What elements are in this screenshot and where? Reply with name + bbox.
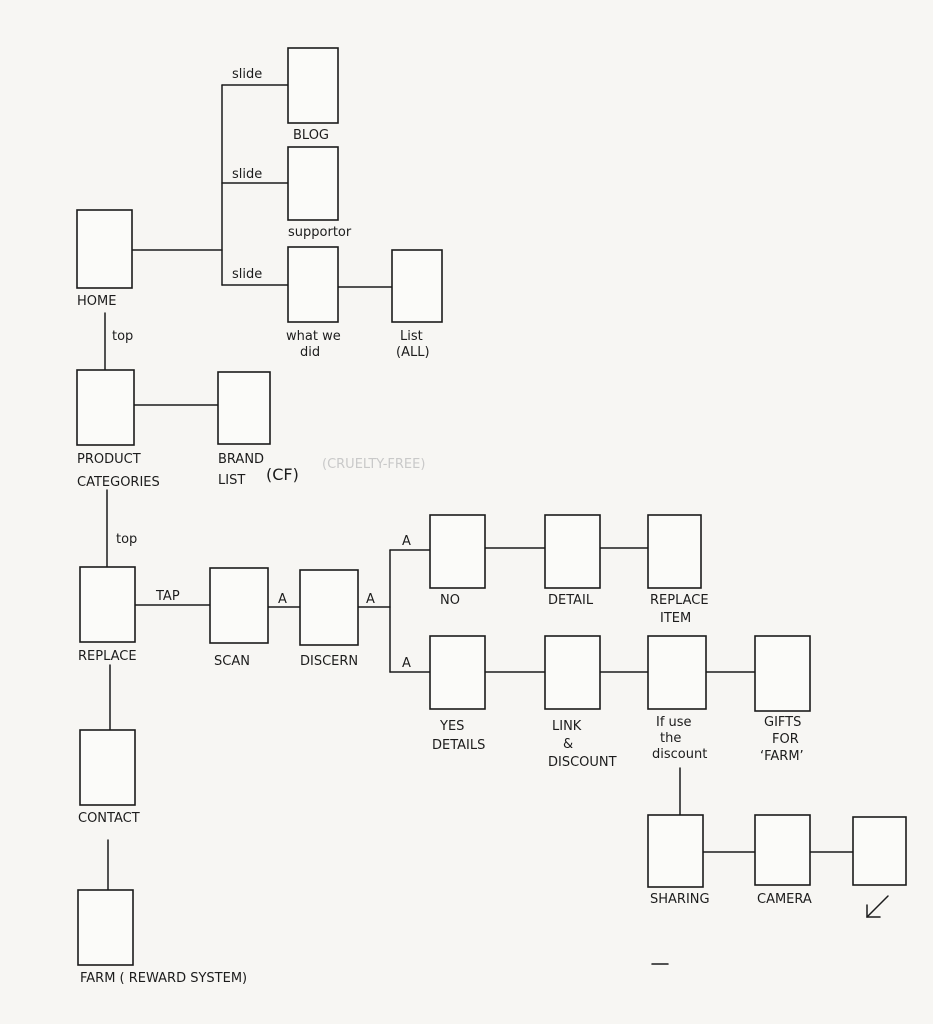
home-frame — [76, 209, 133, 289]
link-discount-frame — [544, 635, 601, 710]
camera-frame — [754, 814, 811, 886]
label-no: NO — [440, 593, 460, 608]
label-link-discount-2: & — [563, 737, 573, 752]
list-all-frame — [391, 249, 443, 323]
detail-frame — [544, 514, 601, 589]
contact-frame — [79, 729, 136, 806]
label-scan: SCAN — [214, 654, 250, 669]
edge-label-tap: TAP — [155, 589, 180, 604]
label-list-all-1: List — [400, 329, 423, 344]
expand-frame — [852, 816, 907, 886]
label-what-we-did-2: did — [300, 345, 320, 360]
label-what-we-did-1: what we — [286, 329, 341, 344]
label-if-use-1: If use — [656, 715, 692, 730]
edge-label-slide-blog: slide — [232, 67, 262, 82]
label-contact: CONTACT — [78, 811, 140, 826]
edge-label-a-yes: A — [402, 656, 411, 671]
farm-frame — [77, 889, 134, 966]
label-link-discount-1: LINK — [552, 719, 582, 734]
label-if-use-3: discount — [652, 747, 707, 762]
no-frame — [429, 514, 486, 589]
label-blog: BLOG — [293, 128, 329, 143]
label-gifts-2: FOR — [772, 732, 799, 747]
label-farm: FARM ( REWARD SYSTEM) — [80, 971, 247, 986]
if-use-discount-frame — [647, 635, 707, 710]
edge-label-a-scan-discern: A — [278, 592, 287, 607]
edge-label-top-product: top — [112, 329, 133, 344]
label-gifts-1: GIFTS — [764, 715, 801, 730]
blog-frame — [287, 47, 339, 124]
label-supporter: supportor — [288, 225, 352, 240]
label-link-discount-3: DISCOUNT — [548, 755, 617, 770]
label-replace-item-1: REPLACE — [650, 593, 709, 608]
discern-frame — [299, 569, 359, 646]
replace-frame — [79, 566, 136, 643]
yes-details-frame — [429, 635, 486, 710]
label-brand-list-2: LIST — [218, 473, 245, 488]
connectors — [104, 84, 854, 891]
supporter-frame — [287, 146, 339, 221]
product-categories-frame — [76, 369, 135, 446]
label-replace-item-2: ITEM — [660, 611, 691, 626]
sharing-frame — [647, 814, 704, 888]
edge-labels: slide slide slide top top TAP A A A A — [112, 67, 411, 671]
edge-label-slide-supporter: slide — [232, 167, 262, 182]
brand-list-frame — [217, 371, 271, 445]
what-we-did-frame — [287, 246, 339, 323]
screens — [76, 47, 907, 966]
edge-label-slide-what-we-did: slide — [232, 267, 262, 282]
label-sharing: SHARING — [650, 892, 710, 907]
label-yes-details-2: DETAILS — [432, 738, 485, 753]
node-labels: HOME BLOG supportor what we did List (AL… — [77, 128, 812, 986]
expand-arrow-icon — [866, 895, 889, 918]
label-camera: CAMERA — [757, 892, 812, 907]
label-brand-list-1: BRAND — [218, 452, 264, 467]
gifts-for-farm-frame — [754, 635, 811, 712]
label-brand-list-note: (CF) — [266, 465, 299, 484]
label-product-categories-1: PRODUCT — [77, 452, 141, 467]
edge-label-top-replace: top — [116, 532, 137, 547]
label-home: HOME — [77, 294, 116, 309]
scan-frame — [209, 567, 269, 644]
label-gifts-3: ‘FARM’ — [760, 749, 804, 764]
replace-item-frame — [647, 514, 702, 589]
label-detail: DETAIL — [548, 593, 594, 608]
label-discern: DISCERN — [300, 654, 358, 669]
edge-label-a-discern-branch: A — [366, 592, 375, 607]
label-product-categories-2: CATEGORIES — [77, 475, 160, 490]
edge-label-a-no: A — [402, 534, 411, 549]
label-yes-details-1: YES — [439, 719, 464, 734]
label-list-all-2: (ALL) — [396, 345, 430, 360]
label-if-use-2: the — [660, 731, 681, 746]
label-replace: REPLACE — [78, 649, 137, 664]
faint-background-text: (CRUELTY-FREE) — [322, 457, 425, 472]
